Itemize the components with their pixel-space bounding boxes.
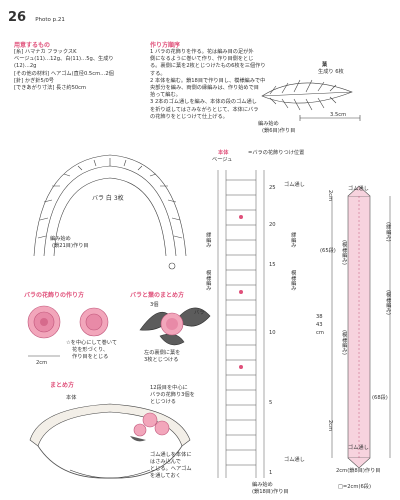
rose-making-dim: 2cm: [36, 360, 48, 366]
steps-line: 拾って編む。: [150, 92, 181, 99]
rose-making-title: バラの花飾りの作り方: [24, 292, 85, 299]
rose-making-note: 作り目をとじる: [72, 354, 109, 360]
leaf-attach-title: バラと葉のまとめ方: [130, 292, 185, 299]
body-row-number: 15: [269, 262, 276, 268]
body-chart-legend: =バラの花飾りつけ位置: [248, 150, 305, 156]
finishing-note: 12段目を中心に: [150, 385, 188, 391]
materials-line: ベージュ(11)…12g、白(11)…5g、生成り: [14, 56, 114, 63]
finishing-note: ゴム通しを本体に: [150, 452, 192, 458]
body-chart-start-sub: (鎖18目)作り目: [252, 489, 289, 495]
strip-gomu: ゴム通し: [348, 186, 369, 192]
materials-section: 用意するもの [糸] ハマナカ フラックスK ベージュ(11)…12g、白(11…: [14, 40, 114, 92]
body-edge-label: 縁編み: [205, 232, 212, 248]
strip-total-b: 43: [316, 322, 323, 328]
strip-unit: cm: [316, 330, 324, 336]
leaf-title: 葉: [322, 62, 328, 68]
body-chart-title: 本体: [218, 150, 229, 156]
steps-line: 3 2本のゴム通しを編み、本体の段のゴム通し: [150, 99, 257, 106]
body-edge-label: 縁編み: [290, 232, 297, 248]
materials-line: [針] かぎ針5/0号: [14, 77, 54, 84]
body-pattern-label: 模様編み: [205, 270, 212, 291]
rose-arc-end-marker: [168, 262, 176, 270]
body-chart-gomu: ゴム通し: [284, 182, 305, 188]
photo-ref: Photo p.21: [35, 17, 65, 23]
body-row-number: 1: [269, 470, 273, 476]
strip-gomu: ゴム通し: [348, 445, 369, 451]
rose-arc-start-label: 編み始め: [50, 236, 71, 242]
strip-diagram: [331, 185, 391, 469]
rose-arc-start-sub: (鎖21目)作り目: [52, 243, 89, 249]
leaf-subtitle: 生成り 6枚: [318, 69, 344, 75]
leaf-start-sub: (鎖6目)作り目: [262, 128, 296, 134]
steps-line: 側になるように巻いて作り、作り目側をとじ: [150, 56, 254, 63]
steps-line: する。: [150, 70, 166, 77]
leaf-attach-count: 3個: [150, 302, 159, 308]
body-chart-start-label: 編み始め: [252, 482, 273, 488]
rose-arc-label: バラ 白 3枚: [92, 195, 124, 202]
strip-rows-a: (65段): [320, 248, 336, 254]
steps-line: の花飾りをとじつけて仕上げる。: [150, 113, 228, 120]
body-chart-gomu: ゴム通し: [284, 457, 305, 463]
strip-pattern-label: (模様編み): [341, 240, 348, 265]
materials-line: [その他の材料] ヘアゴム(直径0.5cm…2個: [14, 70, 114, 77]
materials-line: [糸] ハマナカ フラックスK: [14, 49, 77, 55]
finishing-note: バラの花飾り3個を: [150, 392, 195, 398]
finishing-note: とじつける: [150, 399, 176, 405]
rose-making-note: 花を形づくり、: [72, 347, 109, 353]
finishing-note: はさみ込んで: [150, 459, 181, 465]
strip-bottom-dim: 2cm(鎖8目)作り目: [336, 468, 381, 474]
leaf-width: 3.5cm: [330, 112, 347, 118]
leaf-start-label: 編み始め: [258, 121, 279, 127]
steps-line: 2 本体を編む。鎖18目で作り目し、模様編みで中: [150, 77, 266, 84]
strip-side-dim: 2cm: [327, 420, 334, 432]
rose-making-note: ☆を中心にして巻いて: [66, 340, 118, 346]
leaf-attach-note: 3枚とじつける: [144, 357, 179, 363]
finishing-title: まとめ方: [50, 382, 75, 389]
body-row-number: 10: [269, 330, 276, 336]
body-row-number: 25: [269, 185, 276, 191]
strip-pattern-label: (模様編み): [341, 330, 348, 355]
leaf-attach-rose-label: バラ: [194, 310, 205, 316]
steps-line: る。裏側に葉を2枚とじつけたもの6枚を三個作り: [150, 63, 266, 70]
steps-line: 1 バラの花飾りを作る。花は編み目の足が外: [150, 49, 254, 55]
strip-legend: □=2cm(6段): [338, 484, 371, 490]
strip-pattern-label: (模様編み): [385, 290, 392, 315]
body-chart-rose-markers: [239, 215, 243, 369]
steps-line: 央部分を編み、両側の縁編みは、作り始めで目: [150, 85, 259, 92]
finishing-note: とじる。ヘアゴム: [150, 466, 192, 472]
finishing-note: を通しておく: [150, 473, 181, 479]
page-header: 26 Photo p.21: [8, 6, 65, 25]
materials-line: [できあがり寸法] 長さ約50cm: [14, 85, 87, 92]
body-chart-diagram: [217, 170, 265, 478]
page-number: 26: [8, 10, 27, 25]
steps-line: を折り返してはさみながらとじて、本体にバラ: [150, 106, 259, 113]
strip-top-dim: 2cm: [327, 190, 334, 202]
body-pattern-label: 模様編み: [290, 270, 297, 291]
strip-total-a: 38: [316, 314, 323, 320]
strip-rows-b: (68段): [372, 395, 388, 401]
steps-title: 作り方順序: [150, 42, 181, 49]
materials-title: 用意するもの: [14, 42, 51, 49]
strip-edge-label: (縁編み): [385, 222, 392, 242]
body-row-number: 20: [269, 222, 276, 228]
materials-line: (12)…2g: [14, 63, 37, 70]
leaf-attach-note: 左の裏側に葉を: [144, 350, 181, 356]
body-chart-color: ベージュ: [212, 157, 233, 163]
steps-section: 作り方順序 1 バラの花飾りを作る。花は編み目の足が外 側になるように巻いて作り…: [150, 40, 266, 121]
body-row-number: 5: [269, 400, 273, 406]
finishing-body-label: 本体: [66, 395, 77, 401]
